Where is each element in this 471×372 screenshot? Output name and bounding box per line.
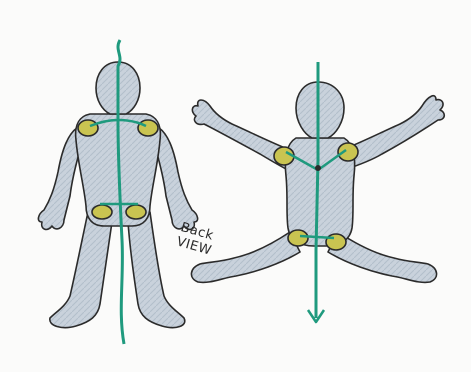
left-figure-hip-joint-right <box>126 205 146 219</box>
right-figure-arm-right <box>342 96 444 170</box>
right-figure-cord-knot <box>315 165 321 171</box>
left-figure-arm-left <box>38 126 80 229</box>
left-figure-hip-joint-left <box>92 205 112 219</box>
left-figure-leg-right <box>128 212 185 328</box>
right-figure-shoulder-joint-right <box>338 143 358 161</box>
left-figure-arm-right <box>156 126 198 229</box>
right-figure-head <box>296 82 344 138</box>
right-figure-hip-joint-right <box>326 234 346 250</box>
standing-puppet-figure <box>38 40 197 344</box>
left-figure-shoulder-joint-left <box>78 120 98 136</box>
left-figure-shoulder-joint-right <box>138 120 158 136</box>
right-figure-hip-joint-left <box>288 230 308 246</box>
left-figure-leg-left <box>50 212 112 328</box>
spread-puppet-figure <box>191 62 444 322</box>
